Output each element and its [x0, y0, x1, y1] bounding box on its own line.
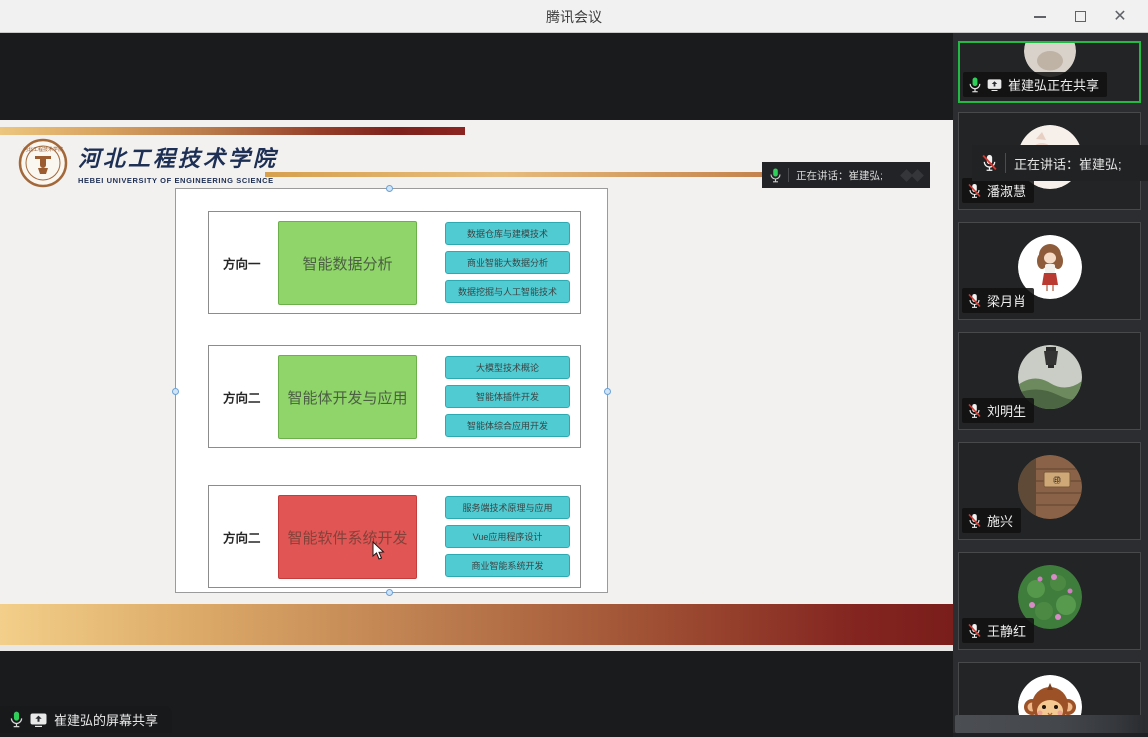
course-box: Vue应用程序设计 [445, 525, 570, 548]
sidebar-footer-strip [953, 733, 1148, 737]
university-seal-icon: 河北工程技术学院 [18, 138, 68, 188]
participant-name-tag: 刘明生 [962, 398, 1035, 423]
slide-speaking-banner: 正在讲话：崔建弘; [762, 162, 930, 188]
toast-divider [1005, 153, 1006, 173]
slide-footer-strip [0, 645, 953, 651]
direction-label: 方向二 [223, 391, 261, 405]
course-box: 大模型技术概论 [445, 356, 570, 379]
screen-share-status-label: 崔建弘的屏幕共享 [0, 706, 173, 733]
meeting-logo-watermark-icon [900, 168, 924, 182]
course-box: 商业智能大数据分析 [445, 251, 570, 274]
course-box: 商业智能系统开发 [445, 554, 570, 577]
mic-muted-icon [968, 403, 981, 418]
minimize-icon [1034, 15, 1046, 18]
participants-sidebar: 崔建弘正在共享 潘淑慧 [953, 33, 1148, 737]
shared-screen-area: 河北工程技术学院 河北工程技术学院 HEBEI UNIVERSITY OF EN… [0, 33, 953, 737]
mic-muted-icon [968, 513, 981, 528]
selection-handle-right[interactable] [604, 388, 611, 395]
sidebar-scrollbar[interactable] [955, 715, 1145, 733]
course-list: 大模型技术概论 智能体插件开发 智能体综合应用开发 [445, 346, 570, 447]
direction-main-box: 智能软件系统开发 [278, 495, 417, 579]
mic-on-icon [969, 77, 981, 92]
mic-on-icon [10, 711, 23, 728]
maximize-icon [1074, 11, 1086, 22]
participant-tile[interactable]: ㊞ 施兴 [958, 442, 1141, 540]
participant-name-tag: 崔建弘正在共享 [963, 72, 1108, 97]
screen-share-icon [30, 713, 47, 727]
direction-main-text: 智能数据分析 [302, 255, 393, 273]
selection-handle-bottom[interactable] [386, 589, 393, 596]
course-box: 数据挖掘与人工智能技术 [445, 280, 570, 303]
course-box: 服务端技术原理与应用 [445, 496, 570, 519]
university-name: 河北工程技术学院 HEBEI UNIVERSITY OF ENGINEERING… [78, 141, 278, 185]
course-list: 数据仓库与建模技术 商业智能大数据分析 数据挖掘与人工智能技术 [445, 212, 570, 313]
direction-label: 方向二 [223, 531, 261, 545]
direction-label: 方向一 [223, 257, 261, 271]
mic-muted-icon [968, 293, 981, 308]
thin-gold-rule [265, 172, 930, 177]
participant-name-tag: 潘淑慧 [962, 178, 1035, 203]
participant-name: 潘淑慧 [987, 184, 1027, 199]
avatar: ㊞ [1017, 455, 1082, 519]
speaking-toast-text: 正在讲话：崔建弘; [1014, 156, 1122, 172]
mic-muted-icon [968, 183, 981, 198]
diagram-frame: 方向一 智能数据分析 数据仓库与建模技术 商业智能大数据分析 数据挖掘与人工智能… [172, 185, 611, 596]
direction-main-box: 智能数据分析 [278, 221, 417, 305]
speaking-banner-text: 正在讲话：崔建弘; [796, 169, 883, 182]
avatar [1017, 565, 1082, 629]
svg-text:㊞: ㊞ [1053, 476, 1061, 485]
minimize-button[interactable] [1020, 0, 1060, 33]
close-icon: ✕ [1113, 7, 1127, 25]
participant-tile-sharing[interactable]: 崔建弘正在共享 [958, 41, 1141, 103]
direction-row-3: 方向二 智能软件系统开发 服务端技术原理与应用 Vue应用程序设计 商业智能系统… [208, 485, 581, 588]
svg-text:河北工程技术学院: 河北工程技术学院 [23, 146, 63, 153]
selection-handle-left[interactable] [172, 388, 179, 395]
course-box: 数据仓库与建模技术 [445, 222, 570, 245]
avatar [1023, 43, 1076, 77]
bottom-gradient-bar [0, 604, 953, 645]
title-bar: 腾讯会议 ✕ [0, 0, 1148, 33]
participant-name-tag: 王静红 [962, 618, 1035, 643]
direction-main-text: 智能软件系统开发 [287, 529, 408, 547]
participant-name: 梁月肖 [987, 294, 1027, 309]
university-name-cn: 河北工程技术学院 [78, 146, 279, 172]
university-name-en: HEBEI UNIVERSITY OF ENGINEERING SCIENCE [78, 176, 274, 185]
direction-row-2: 方向二 智能体开发与应用 大模型技术概论 智能体插件开发 智能体综合应用开发 [208, 345, 581, 448]
university-logo-block: 河北工程技术学院 河北工程技术学院 HEBEI UNIVERSITY OF EN… [18, 138, 278, 188]
course-list: 服务端技术原理与应用 Vue应用程序设计 商业智能系统开发 [445, 486, 570, 587]
top-gradient-bar [0, 127, 465, 135]
participant-name: 王静红 [987, 624, 1027, 639]
mic-muted-icon [968, 623, 981, 638]
screen-share-icon [987, 78, 1002, 91]
participant-tile[interactable]: 梁月肖 [958, 222, 1141, 320]
direction-main-text: 智能体开发与应用 [287, 389, 408, 407]
maximize-button[interactable] [1060, 0, 1100, 33]
mic-on-icon [770, 168, 781, 182]
window-controls: ✕ [1020, 0, 1140, 33]
close-button[interactable]: ✕ [1100, 0, 1140, 33]
share-label-text: 崔建弘的屏幕共享 [54, 713, 159, 728]
course-box: 智能体综合应用开发 [445, 414, 570, 437]
participant-name: 施兴 [987, 514, 1014, 529]
participant-name-tag: 施兴 [962, 508, 1022, 533]
direction-row-1: 方向一 智能数据分析 数据仓库与建模技术 商业智能大数据分析 数据挖掘与人工智能… [208, 211, 581, 314]
speaking-toast: 正在讲话：崔建弘; [972, 145, 1148, 181]
selection-handle-top[interactable] [386, 185, 393, 192]
window-title: 腾讯会议 [546, 9, 602, 25]
participant-tile[interactable]: 王静红 [958, 552, 1141, 650]
presentation-slide: 河北工程技术学院 河北工程技术学院 HEBEI UNIVERSITY OF EN… [0, 120, 953, 651]
mouse-cursor-icon [372, 541, 385, 560]
mic-muted-icon [982, 154, 997, 171]
course-box: 智能体插件开发 [445, 385, 570, 408]
direction-main-box: 智能体开发与应用 [278, 355, 417, 439]
participant-name: 崔建弘正在共享 [1008, 78, 1100, 93]
participant-name: 刘明生 [987, 404, 1027, 419]
avatar [1017, 235, 1082, 299]
participant-name-tag: 梁月肖 [962, 288, 1035, 313]
participant-tile[interactable]: 刘明生 [958, 332, 1141, 430]
banner-divider [788, 168, 789, 182]
